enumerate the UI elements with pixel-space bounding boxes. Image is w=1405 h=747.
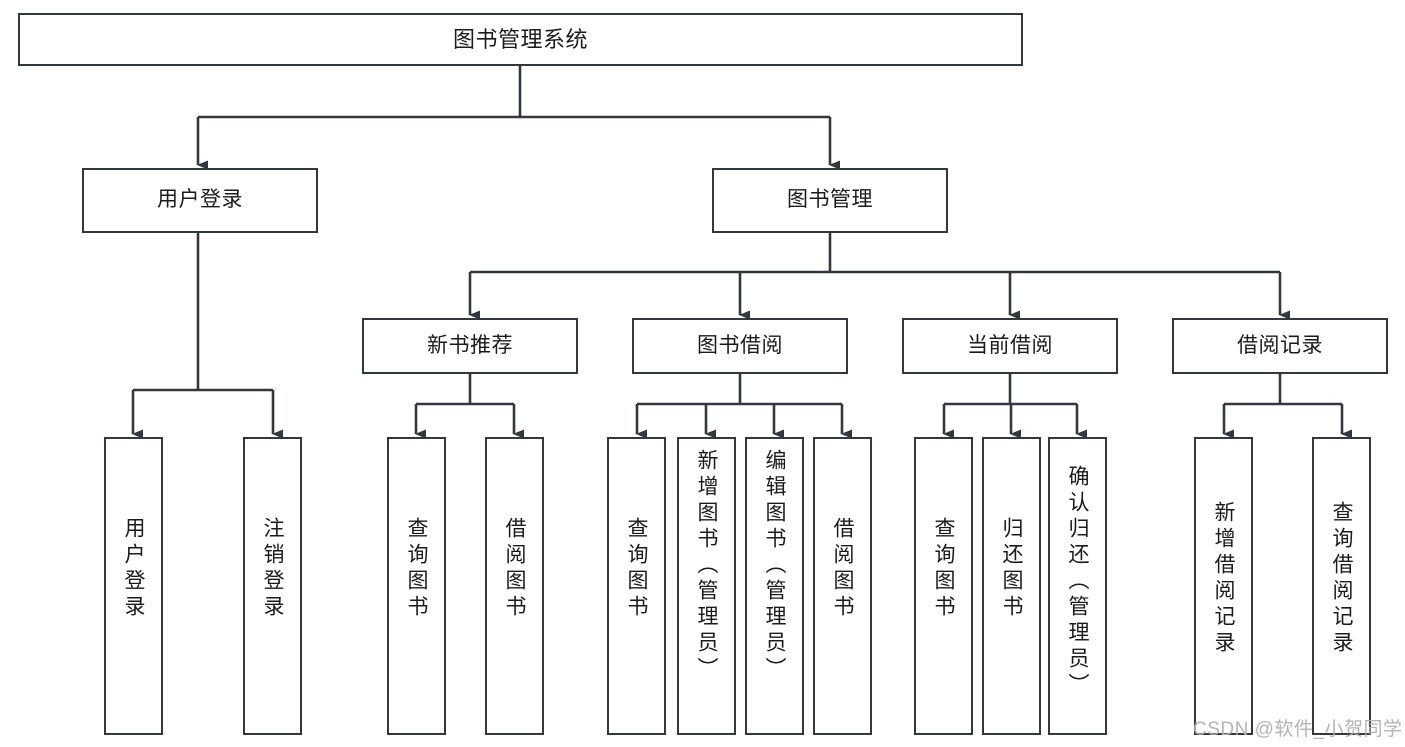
node-leaf-query-book-2[interactable]: 查询图书	[607, 437, 666, 735]
node-leaf-query-record-label: 查询借阅记录	[1330, 501, 1353, 657]
node-leaf-query-book-3[interactable]: 查询图书	[914, 437, 973, 735]
node-leaf-add-record[interactable]: 新增借阅记录	[1194, 437, 1253, 735]
node-leaf-return-book-label: 归还图书	[1000, 517, 1023, 621]
node-leaf-borrow-book-1[interactable]: 借阅图书	[485, 437, 544, 735]
node-current-borrow[interactable]: 当前借阅	[902, 318, 1118, 374]
node-leaf-query-book-2-label: 查询图书	[625, 517, 648, 621]
node-leaf-edit-book-label: 编辑图书（管理员）	[763, 449, 786, 683]
node-leaf-confirm-return-label: 确认归还（管理员）	[1066, 465, 1089, 699]
csdn-watermark: CSDN @软件_小贺同学	[1193, 719, 1403, 740]
node-leaf-user-login[interactable]: 用户登录	[104, 437, 163, 735]
node-leaf-return-book[interactable]: 归还图书	[982, 437, 1041, 735]
node-leaf-borrow-book-1-label: 借阅图书	[503, 517, 526, 621]
node-leaf-confirm-return[interactable]: 确认归还（管理员）	[1048, 437, 1107, 735]
node-new-book-rec-label: 新书推荐	[427, 333, 513, 357]
node-leaf-add-book[interactable]: 新增图书（管理员）	[677, 437, 736, 735]
node-leaf-borrow-book-2[interactable]: 借阅图书	[813, 437, 872, 735]
node-book-borrow-label: 图书借阅	[697, 333, 783, 357]
node-new-book-rec[interactable]: 新书推荐	[362, 318, 578, 374]
node-leaf-query-book-1[interactable]: 查询图书	[387, 437, 446, 735]
node-leaf-user-login-label: 用户登录	[122, 517, 145, 621]
node-leaf-query-record[interactable]: 查询借阅记录	[1312, 437, 1371, 735]
node-book-borrow[interactable]: 图书借阅	[632, 318, 848, 374]
node-root-label: 图书管理系统	[452, 26, 588, 52]
node-borrow-record[interactable]: 借阅记录	[1172, 318, 1388, 374]
node-borrow-record-label: 借阅记录	[1237, 333, 1323, 357]
node-user-login[interactable]: 用户登录	[82, 168, 318, 233]
node-root[interactable]: 图书管理系统	[18, 13, 1023, 66]
node-leaf-logout[interactable]: 注销登录	[243, 437, 302, 735]
node-leaf-query-book-3-label: 查询图书	[932, 517, 955, 621]
node-book-manage[interactable]: 图书管理	[712, 168, 948, 233]
node-current-borrow-label: 当前借阅	[967, 333, 1053, 357]
node-leaf-borrow-book-2-label: 借阅图书	[831, 517, 854, 621]
node-leaf-logout-label: 注销登录	[261, 517, 284, 621]
node-leaf-add-book-label: 新增图书（管理员）	[695, 449, 718, 683]
node-leaf-add-record-label: 新增借阅记录	[1212, 501, 1235, 657]
node-leaf-query-book-1-label: 查询图书	[405, 517, 428, 621]
node-leaf-edit-book[interactable]: 编辑图书（管理员）	[745, 437, 804, 735]
node-book-manage-label: 图书管理	[787, 188, 873, 212]
node-user-login-label: 用户登录	[157, 188, 243, 212]
